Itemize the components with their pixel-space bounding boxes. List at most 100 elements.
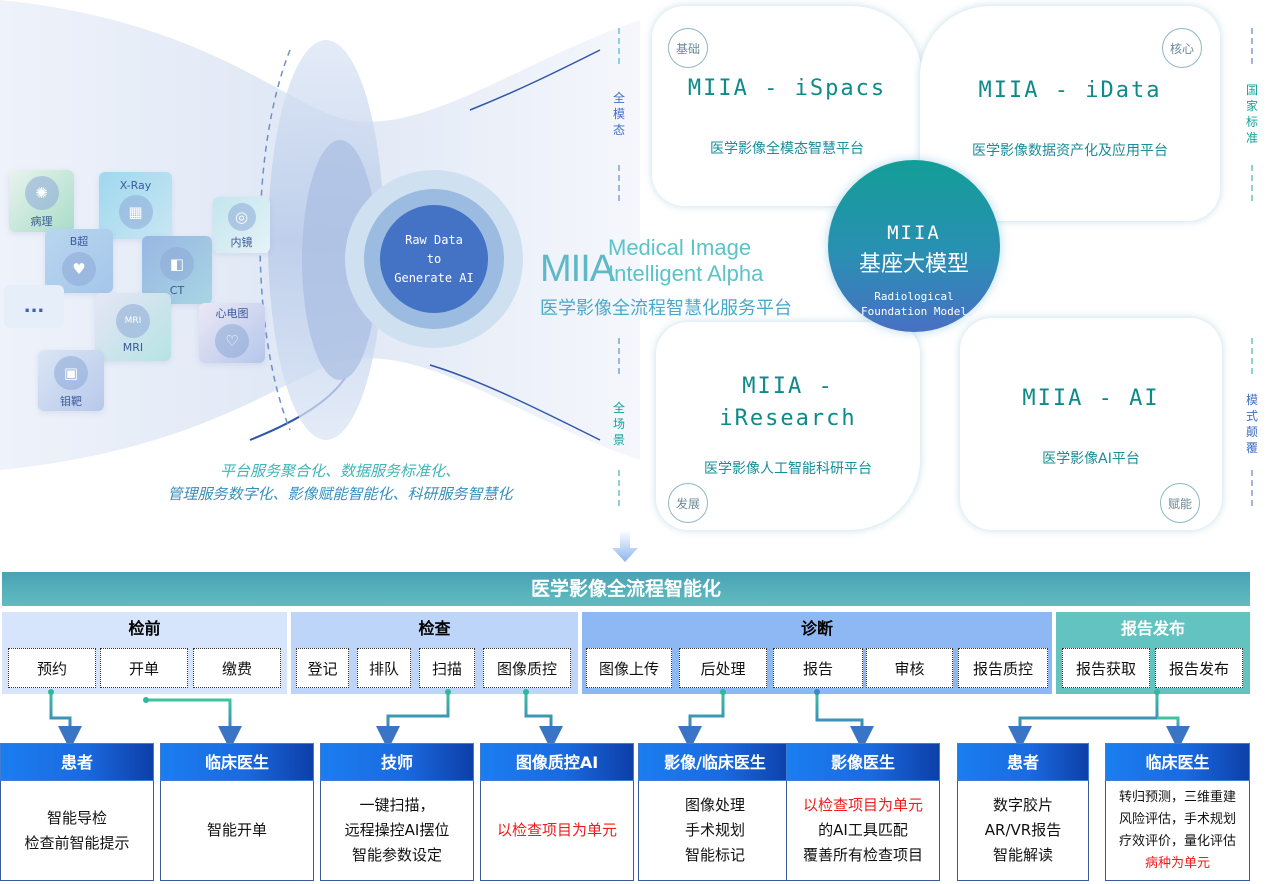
role-title: 患者 xyxy=(0,743,154,781)
badge-foundation: 基础 xyxy=(668,28,708,68)
role-title: 临床医生 xyxy=(1105,743,1250,781)
role-image-qc-ai[interactable]: 图像质控AI 以检查项目为单元 xyxy=(480,743,634,881)
role-clinician-post[interactable]: 临床医生 转归预测，三维重建风险评估，手术规划疗效评价，量化评估病种为单元 xyxy=(1105,743,1250,881)
connector xyxy=(146,698,242,750)
card-ai[interactable]: MIIA - AI 医学影像AI平台 赋能 xyxy=(960,318,1222,530)
modality-label: X-Ray xyxy=(119,179,152,192)
raw-data-core: Raw Data to Generate AI xyxy=(380,205,488,313)
card-title: MIIA - iData xyxy=(978,78,1162,103)
xray-icon: ▦ xyxy=(118,195,153,229)
connector xyxy=(1008,690,1159,750)
card-title: MIIA - xyxy=(742,374,834,399)
modality-label: 心电图 xyxy=(215,307,249,320)
role-radiologist[interactable]: 影像医生 以检查项目为单元的AI工具匹配覆善所有检查项目 xyxy=(786,743,940,881)
step-queue[interactable]: 排队 xyxy=(357,648,411,688)
role-title: 临床医生 xyxy=(160,743,314,781)
down-arrow-icon xyxy=(612,530,638,562)
brand-subtitle: 医学影像全流程智慧化服务平台 xyxy=(540,298,792,319)
stage-title: 检前 xyxy=(128,619,161,638)
card-desc: 医学影像数据资产化及应用平台 xyxy=(972,143,1168,159)
side-label-full-scenario: 全场景 xyxy=(612,401,625,447)
role-line: AR/VR报告 xyxy=(984,821,1062,839)
modality-endoscope: ◎ 内镜 xyxy=(213,197,270,253)
role-line: 疗效评价，量化评估 xyxy=(1118,833,1236,849)
step-report-publish[interactable]: 报告发布 xyxy=(1155,648,1243,688)
step-report-fetch[interactable]: 报告获取 xyxy=(1062,648,1150,688)
modality-mammography: ▣ 钼靶 xyxy=(38,350,104,411)
step-report[interactable]: 报告 xyxy=(773,648,863,688)
connector xyxy=(678,690,725,750)
step-scan[interactable]: 扫描 xyxy=(419,648,475,688)
stage-title: 报告发布 xyxy=(1120,619,1185,638)
modality-mri: MRI MRI xyxy=(95,293,171,361)
mri-icon: MRI xyxy=(116,303,150,338)
modality-ultrasound: B超 ♥ xyxy=(45,229,113,293)
connector-node xyxy=(143,697,149,703)
foundation-name: MIIA xyxy=(887,222,941,244)
step-order[interactable]: 开单 xyxy=(100,648,188,688)
brand-abbr: MIIA xyxy=(540,248,615,290)
divider-dash xyxy=(1251,338,1253,374)
role-clinician-order[interactable]: 临床医生 智能开单 xyxy=(160,743,314,881)
role-technician[interactable]: 技师 一键扫描， 远程操控AI摆位智能参数设定 xyxy=(320,743,474,881)
core-text: Generate AI xyxy=(394,270,474,285)
connector xyxy=(815,690,874,750)
step-image-qc[interactable]: 图像质控 xyxy=(483,648,571,688)
role-title: 影像医生 xyxy=(786,743,940,781)
role-line: 智能参数设定 xyxy=(351,846,442,864)
role-line: 一键扫描， xyxy=(359,796,435,814)
side-label-full-modality: 全模态 xyxy=(612,91,625,137)
side-label-national-standard: 国家标准 xyxy=(1245,83,1258,145)
more-icon: ... xyxy=(23,296,45,317)
step-appointment[interactable]: 预约 xyxy=(8,648,96,688)
role-imaging-clinical-doctor[interactable]: 影像/临床医生 图像处理手术规划智能标记 xyxy=(638,743,792,881)
foundation-en: Foundation Model xyxy=(861,305,967,318)
stage-diagnosis: 诊断 图像上传 后处理 报告 审核 报告质控 xyxy=(582,612,1052,694)
side-label-model-disruption: 模式颠覆 xyxy=(1245,393,1258,455)
role-title: 技师 xyxy=(320,743,474,781)
card-iresearch[interactable]: MIIA - iResearch 医学影像人工智能科研平台 发展 xyxy=(656,322,920,530)
card-desc: 医学影像AI平台 xyxy=(1042,451,1140,467)
step-post-processing[interactable]: 后处理 xyxy=(679,648,767,688)
foundation-cn: 基座大模型 xyxy=(858,252,969,277)
stage-exam: 检查 登记 排队 扫描 图像质控 xyxy=(291,612,578,694)
card-title: MIIA - AI xyxy=(1022,386,1160,411)
brand-line-1: Medical Image xyxy=(608,235,752,260)
role-line-highlight: 以检查项目为单元 xyxy=(802,796,923,814)
core-text: Raw Data xyxy=(405,232,463,247)
foundation-model-circle[interactable]: MIIA 基座大模型 Radiological Foundation Model xyxy=(828,160,1000,332)
step-report-qc[interactable]: 报告质控 xyxy=(958,648,1048,688)
slogan-line-1: 平台服务聚合化、数据服务标准化、 xyxy=(219,462,460,480)
role-line: 智能导检 xyxy=(46,808,107,827)
modality-xray: X-Ray ▦ xyxy=(99,172,172,239)
mammography-icon: ▣ xyxy=(54,355,88,390)
step-image-upload[interactable]: 图像上传 xyxy=(586,648,672,688)
role-patient-pre[interactable]: 患者 智能导检检查前智能提示 xyxy=(0,743,154,881)
role-title: 患者 xyxy=(957,743,1089,781)
badge-empowerment: 赋能 xyxy=(1160,483,1200,523)
role-line-highlight: 以检查项目为单元 xyxy=(496,821,617,839)
connector xyxy=(524,690,563,750)
role-line: 覆善所有检查项目 xyxy=(802,846,923,864)
card-title: iResearch xyxy=(719,406,857,431)
step-register[interactable]: 登记 xyxy=(296,648,349,688)
step-payment[interactable]: 缴费 xyxy=(193,648,281,688)
modality-label: B超 xyxy=(69,235,89,248)
modality-label: MRI xyxy=(122,340,144,354)
divider-dash xyxy=(618,470,620,506)
divider-dash xyxy=(618,338,620,374)
connector xyxy=(49,690,82,750)
role-line: 远程操控AI摆位 xyxy=(344,821,450,839)
modality-pathology: ✺ 病理 xyxy=(9,170,74,232)
role-line: 图像处理 xyxy=(684,796,745,814)
modality-label: 病理 xyxy=(30,215,53,228)
step-review[interactable]: 审核 xyxy=(866,648,953,688)
card-desc: 医学影像人工智能科研平台 xyxy=(704,461,872,477)
role-title: 图像质控AI xyxy=(480,743,634,781)
slogan-line-2: 管理服务数字化、影像赋能智能化、科研服务智慧化 xyxy=(167,485,513,503)
connector xyxy=(376,690,450,750)
stage-title: 检查 xyxy=(418,619,451,638)
role-line: 智能解读 xyxy=(992,846,1053,864)
role-line: 的AI工具匹配 xyxy=(818,821,908,839)
